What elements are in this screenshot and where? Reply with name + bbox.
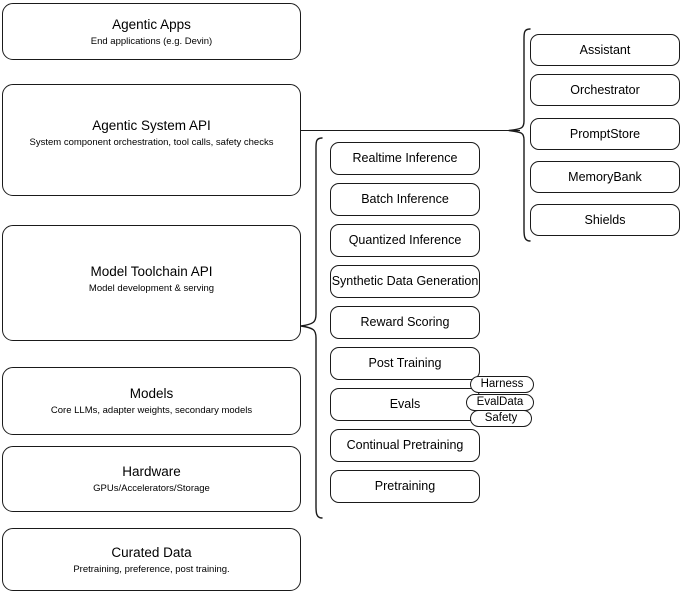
layer-subtitle: Model development & serving: [88, 283, 215, 294]
layer-subtitle: System component orchestration, tool cal…: [29, 137, 274, 148]
layer-text-hardware: Hardware GPUs/Accelerators/Storage: [93, 463, 210, 495]
mid-box-realtime-inference[interactable]: Realtime Inference: [330, 142, 480, 175]
pill-harness[interactable]: Harness: [470, 376, 534, 393]
layer-title: Hardware: [122, 464, 181, 479]
mid-box-synthetic-data-generation[interactable]: Synthetic Data Generation: [330, 265, 480, 298]
layer-text-agentic-system-api: Agentic System API System component orch…: [30, 117, 274, 149]
layer-title: Model Toolchain API: [90, 264, 213, 279]
pill-label: EvalData: [476, 396, 524, 408]
pill-label: Harness: [480, 378, 524, 390]
layer-box-curated-data[interactable]: Curated Data Pretraining, preference, po…: [2, 528, 301, 591]
layer-box-hardware[interactable]: Hardware GPUs/Accelerators/Storage: [2, 446, 301, 512]
mid-box-label: Quantized Inference: [348, 233, 462, 247]
layer-text-curated-data: Curated Data Pretraining, preference, po…: [73, 544, 229, 576]
layer-subtitle: Core LLMs, adapter weights, secondary mo…: [50, 405, 253, 416]
pill-evaldata[interactable]: EvalData: [466, 394, 534, 411]
layer-box-agentic-system-api[interactable]: Agentic System API System component orch…: [2, 84, 301, 196]
mid-box-reward-scoring[interactable]: Reward Scoring: [330, 306, 480, 339]
mid-box-batch-inference[interactable]: Batch Inference: [330, 183, 480, 216]
mid-box-label: Post Training: [368, 356, 442, 370]
brace-model-toolchain-subsystems: [300, 136, 324, 520]
right-box-promptstore[interactable]: PromptStore: [530, 118, 680, 150]
mid-box-label: Batch Inference: [361, 192, 449, 206]
layer-box-model-toolchain-api[interactable]: Model Toolchain API Model development & …: [2, 225, 301, 341]
layer-box-agentic-apps[interactable]: Agentic Apps End applications (e.g. Devi…: [2, 3, 301, 60]
mid-box-label: Evals: [389, 397, 421, 411]
layer-text-model-toolchain-api: Model Toolchain API Model development & …: [89, 263, 214, 295]
right-box-label: Shields: [584, 212, 626, 227]
layer-subtitle: GPUs/Accelerators/Storage: [93, 483, 210, 494]
layer-text-agentic-apps: Agentic Apps End applications (e.g. Devi…: [91, 16, 212, 48]
right-box-label: Orchestrator: [570, 82, 640, 97]
mid-box-label: Pretraining: [374, 479, 436, 493]
pill-safety[interactable]: Safety: [470, 410, 532, 427]
mid-box-evals[interactable]: Evals: [330, 388, 480, 421]
right-box-memorybank[interactable]: MemoryBank: [530, 161, 680, 193]
mid-box-pretraining[interactable]: Pretraining: [330, 470, 480, 503]
layer-title: Curated Data: [111, 544, 192, 560]
brace-agentic-system-components: [508, 27, 532, 243]
right-box-shields[interactable]: Shields: [530, 204, 680, 236]
mid-box-label: Continual Pretraining: [346, 438, 464, 452]
right-box-orchestrator[interactable]: Orchestrator: [530, 74, 680, 106]
layer-title: Agentic Apps: [112, 16, 191, 32]
layer-title: Agentic System API: [92, 118, 211, 133]
mid-box-quantized-inference[interactable]: Quantized Inference: [330, 224, 480, 257]
layer-subtitle: Pretraining, preference, post training.: [73, 563, 230, 575]
connector-line-system-api-to-right-group: [301, 129, 520, 131]
right-box-label: Assistant: [579, 42, 631, 57]
mid-box-continual-pretraining[interactable]: Continual Pretraining: [330, 429, 480, 462]
mid-box-label: Synthetic Data Generation: [331, 274, 479, 288]
mid-box-label: Realtime Inference: [352, 151, 458, 165]
right-box-label: PromptStore: [569, 126, 641, 141]
layer-box-models[interactable]: Models Core LLMs, adapter weights, secon…: [2, 367, 301, 435]
pill-label: Safety: [484, 412, 518, 424]
right-box-label: MemoryBank: [568, 169, 642, 184]
mid-box-label: Reward Scoring: [360, 315, 450, 329]
layer-text-models: Models Core LLMs, adapter weights, secon…: [51, 385, 252, 417]
layer-subtitle: End applications (e.g. Devin): [90, 35, 213, 47]
mid-box-post-training[interactable]: Post Training: [330, 347, 480, 380]
right-box-assistant[interactable]: Assistant: [530, 34, 680, 66]
layer-title: Models: [129, 386, 174, 401]
